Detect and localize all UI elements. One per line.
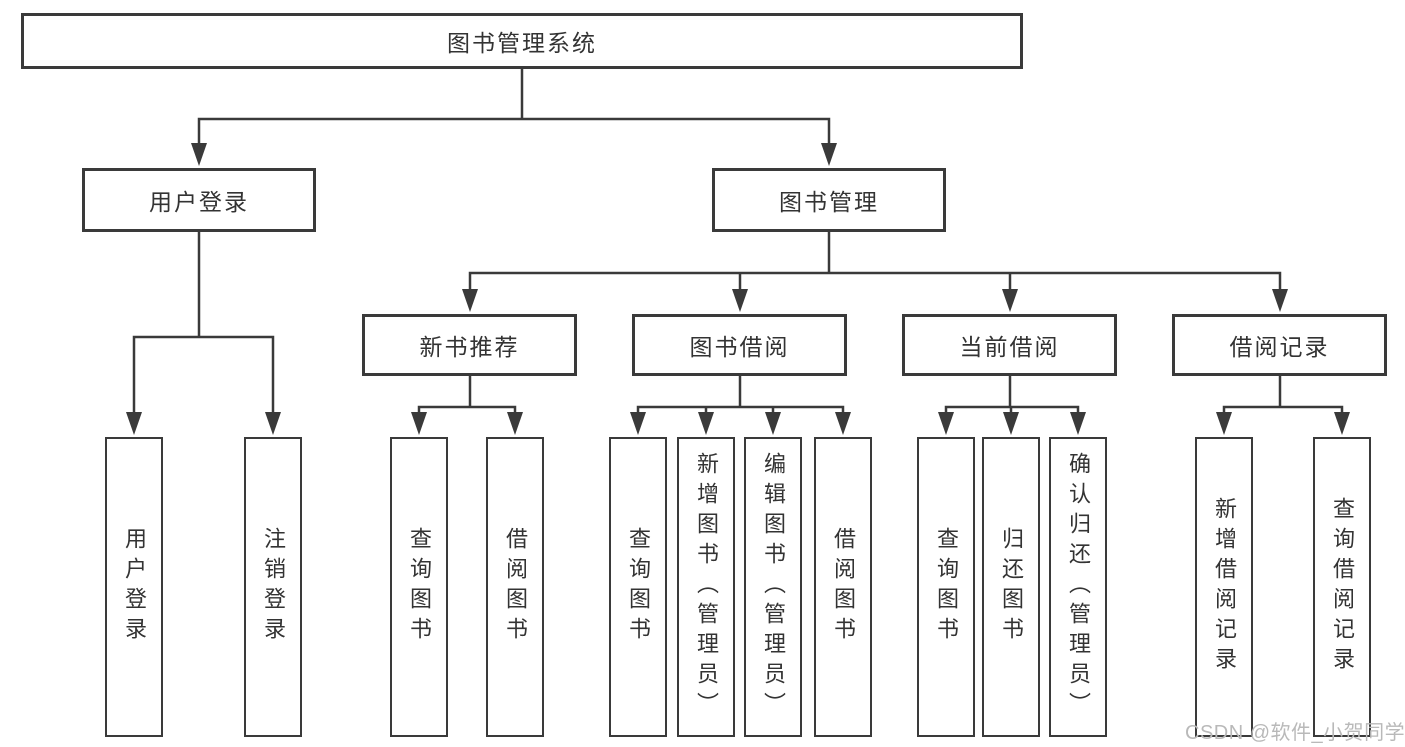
leaf-borrow-books: 借阅图书 (814, 437, 872, 737)
leaf-edit-books-admin: 编辑图书（管理员） (744, 437, 802, 737)
connector-book-management-to-level3 (462, 230, 1288, 312)
node-new-book-recommend: 新书推荐 (362, 314, 577, 376)
connector-borrow-records-to-leaves (1216, 374, 1350, 435)
leaf-add-borrow-record: 新增借阅记录 (1195, 437, 1253, 737)
leaf-return-books: 归还图书 (982, 437, 1040, 737)
connector-book-borrow-to-leaves (630, 374, 851, 435)
leaf-logout: 注销登录 (244, 437, 302, 737)
leaf-add-books-admin: 新增图书（管理员） (677, 437, 735, 737)
node-book-borrow: 图书借阅 (632, 314, 847, 376)
connector-user-login-to-leaves (126, 230, 281, 435)
csdn-watermark: CSDN @软件_小贺同学 (1185, 722, 1405, 744)
leaf-query-borrow-record: 查询借阅记录 (1313, 437, 1371, 737)
node-user-login: 用户登录 (82, 168, 316, 232)
connector-root-to-level2 (191, 67, 837, 166)
node-current-borrow: 当前借阅 (902, 314, 1117, 376)
leaf-user-login: 用户登录 (105, 437, 163, 737)
leaf-borrow-books-recommend: 借阅图书 (486, 437, 544, 737)
node-library-management-system: 图书管理系统 (21, 13, 1023, 69)
connector-current-borrow-to-leaves (938, 374, 1086, 435)
leaf-query-books-borrow: 查询图书 (609, 437, 667, 737)
leaf-query-books-current: 查询图书 (917, 437, 975, 737)
leaf-query-books-recommend: 查询图书 (390, 437, 448, 737)
node-book-management: 图书管理 (712, 168, 946, 232)
node-borrow-records: 借阅记录 (1172, 314, 1387, 376)
leaf-confirm-return-admin: 确认归还（管理员） (1049, 437, 1107, 737)
connector-new-book-recommend-to-leaves (411, 374, 523, 435)
